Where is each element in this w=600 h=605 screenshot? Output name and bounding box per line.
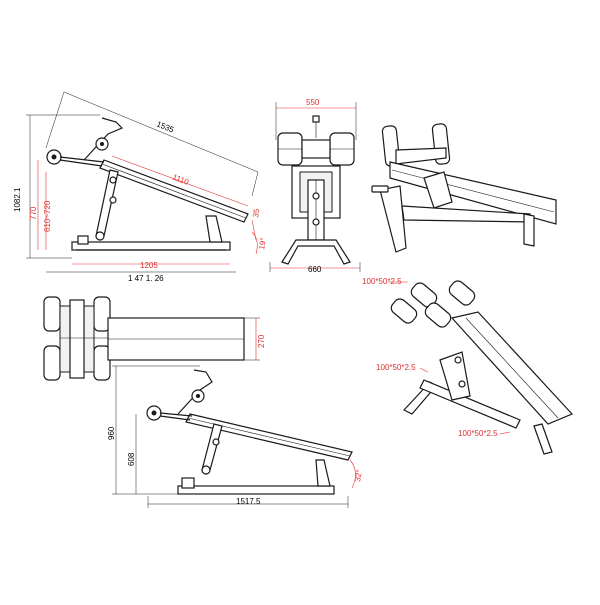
iso-view-top [371,123,557,253]
bottom-front-leg [315,459,331,487]
iso2-roller-d [424,302,452,328]
base-frame [71,241,231,251]
side-view-bottom: 960 608 1517.5 32° [107,365,364,508]
iso2-strut [439,351,471,401]
top-roller-a [43,296,61,332]
bottom-strut [201,423,223,471]
iso-rear-leg [379,185,407,253]
dim-height-label: 1082.1 [13,187,22,212]
dim-270-label: 270 [257,334,266,348]
front-base [281,239,351,265]
iso-label-middle: 100*50*2.5 [376,363,416,372]
dim-608-label: 608 [127,452,136,466]
dim-angle-label: 19° [257,237,268,250]
iso2-roller-c [390,298,418,324]
iso-label-top: 100*50*2.5 [362,277,402,286]
iso2-roller-b [448,280,476,306]
iso-front-leg [523,213,535,247]
front-view: 550 660 [269,98,361,274]
iso-label-bottom: 100*50*2.5 [458,429,498,438]
front-roller-hub [301,139,331,159]
dim-960-label: 960 [107,426,116,440]
dim-35-label: 35 [251,207,262,218]
iso-strut [423,171,453,209]
dim-base-label: 1205 [140,261,158,270]
top-view: 270 [43,296,266,381]
dim-bottom-length-label: 1517.5 [236,497,261,506]
dim-550-label: 550 [306,98,320,107]
dim-bottom-angle-label: 32° [353,469,364,482]
front-leg [205,215,223,243]
iso2-base-rail [419,379,521,429]
dim-660-label: 660 [308,265,322,274]
iso2-front-leg [533,423,553,455]
bottom-base-frame [177,485,335,495]
dim-range-label: 610~720 [43,200,52,232]
iso-roller-bar [395,147,447,165]
dim-770-label: 770 [29,206,38,220]
dim-length-label: 1535 [155,120,175,135]
side-view-top: 1082.1 770 610~720 1535 1110 35 1205 1 4… [13,91,268,283]
rear-foot [77,235,89,245]
top-roller-c [43,345,61,381]
iso-view-bottom: 100*50*2.5 100*50*2.5 100*50*2.5 [362,277,574,455]
dim-pad-label: 1110 [171,172,190,187]
dim-total-label: 1 47 1. 26 [128,274,164,283]
